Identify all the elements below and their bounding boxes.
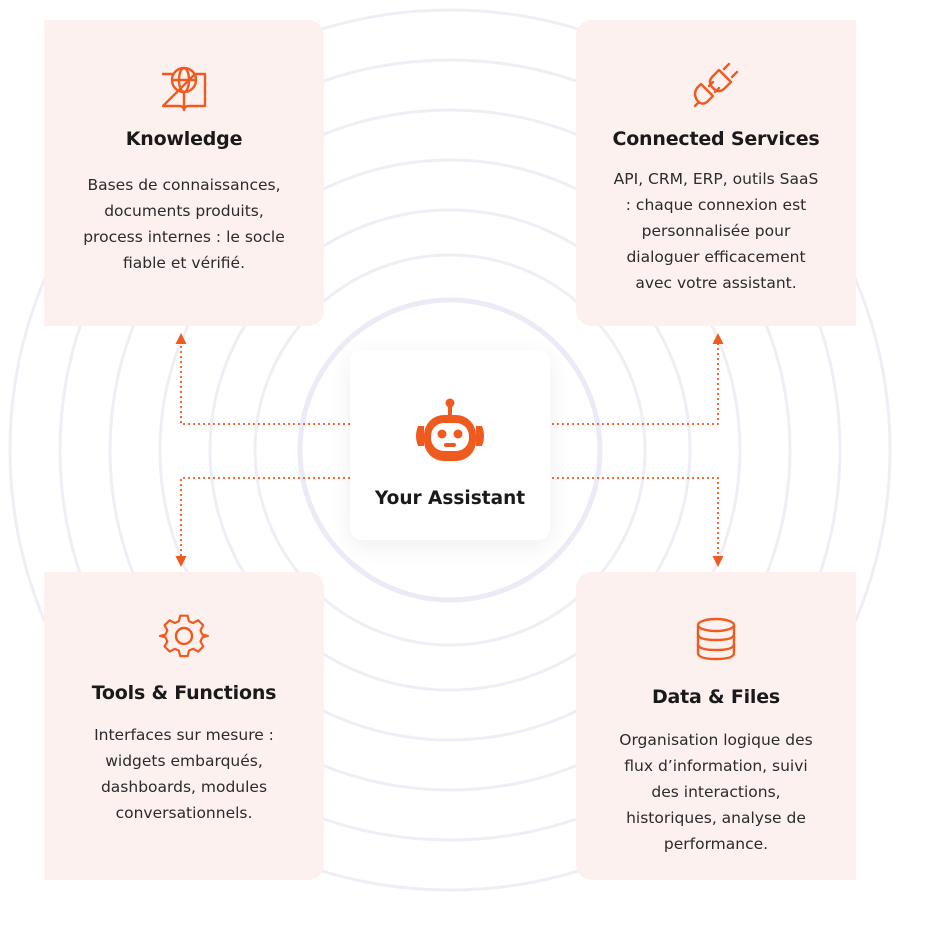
card-title: Knowledge xyxy=(125,128,243,150)
database-icon xyxy=(576,616,856,662)
gear-icon xyxy=(44,612,324,664)
card-description: Organisation logique des flux d’informat… xyxy=(619,731,813,853)
card-description: Interfaces sur mesure : widgets embarqué… xyxy=(94,726,274,822)
connected-services-card: Connected Services API, CRM, ERP, outils… xyxy=(576,20,856,326)
connector-services xyxy=(552,344,719,425)
arrow-down-icon xyxy=(175,556,187,567)
card-description: Bases de connaissances, documents produi… xyxy=(83,176,285,272)
arrow-up-icon xyxy=(175,333,187,344)
assistant-label: Your Assistant xyxy=(374,488,526,509)
connector-knowledge xyxy=(180,344,350,425)
tools-functions-card: Tools & Functions Interfaces sur mesure … xyxy=(44,572,324,880)
arrow-up-icon xyxy=(712,333,724,344)
arrow-down-icon xyxy=(712,556,724,567)
connector-tools xyxy=(180,477,350,556)
knowledge-card: Knowledge Bases de connaissances, docume… xyxy=(44,20,324,326)
card-description: API, CRM, ERP, outils SaaS : chaque conn… xyxy=(613,170,819,292)
connector-data xyxy=(552,477,719,556)
assistant-card: Your Assistant xyxy=(350,350,550,540)
card-title: Tools & Functions xyxy=(91,682,277,704)
data-files-card: Data & Files Organisation logique des fl… xyxy=(576,572,856,880)
plug-icon xyxy=(576,60,856,110)
robot-icon xyxy=(350,398,550,468)
book-globe-icon xyxy=(44,64,324,112)
card-title: Data & Files xyxy=(651,686,781,708)
card-title: Connected Services xyxy=(612,128,820,150)
